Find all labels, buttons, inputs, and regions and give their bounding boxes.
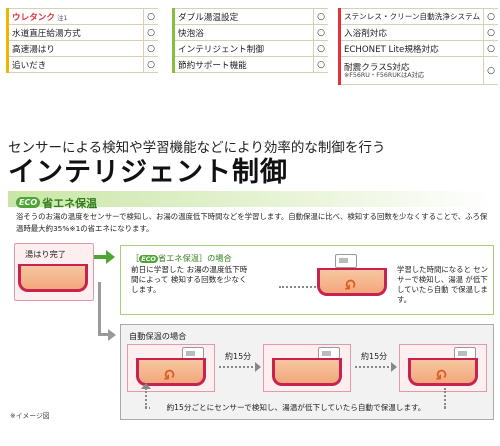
bathtub-icon: ↺: [408, 358, 478, 386]
feature-row: ECHONET Lite規格対応 ○: [337, 40, 498, 57]
interval-label: 約15分: [361, 352, 388, 361]
feature-row: 入浴剤対応 ○: [337, 24, 498, 41]
feature-mark: ○: [483, 24, 498, 41]
eco-badge: ECO: [16, 197, 41, 208]
feature-row: インテリジェント制御 ○: [171, 40, 328, 57]
auto-panel-title: 自動保温の場合: [129, 331, 187, 341]
feature-mark: ○: [143, 8, 158, 25]
dotted-arrow-icon: [219, 366, 257, 368]
feature-label: ECHONET Lite規格対応: [337, 40, 484, 57]
note-marker: 注1: [56, 13, 68, 22]
bath-stage: ↺: [127, 344, 215, 392]
feature-label-text: 耐震クラスS対応: [344, 63, 410, 74]
feature-row: 快泡浴 ○: [171, 24, 328, 41]
loop-arrow-head-icon: [141, 383, 151, 389]
bathtub-icon: ↺: [317, 268, 387, 296]
feature-label: 入浴剤対応: [337, 24, 484, 41]
feature-table-3: ステンレス・クリーン自動洗浄システム ○ 入浴剤対応 ○ ECHONET Lit…: [337, 8, 498, 85]
feature-label: 節約サポート機能: [171, 56, 314, 73]
image-note: ※イメージ図: [10, 412, 50, 420]
feature-row: ダブル湯温設定 ○: [171, 8, 328, 25]
heating-swirl-icon: ↺: [344, 275, 357, 293]
bathtub-icon: ↺: [136, 358, 206, 386]
feature-label: インテリジェント制御: [171, 40, 314, 57]
green-arrow-head-icon: [106, 250, 115, 264]
eco-panel-left-text: 前日に学習した お湯の温度低下時間によって 検知する回数を少なくします。: [131, 265, 248, 294]
feature-mark: ○: [483, 56, 498, 85]
feature-mark: ○: [313, 24, 328, 41]
auto-keepwarm-panel: 自動保温の場合 ↺ 約15分 約15分 ↺: [120, 324, 494, 420]
bath-filled-label: 湯はり完了: [25, 249, 66, 259]
feature-row: 耐震クラスS対応※F56RU・F56RUKはA対応 ○: [337, 56, 498, 85]
feature-label: ステンレス・クリーン自動洗浄システム: [337, 8, 484, 25]
feature-row: 水道直圧給湯方式 ○: [5, 24, 158, 41]
feature-mark: ○: [313, 8, 328, 25]
feature-label: 水道直圧給湯方式: [5, 24, 144, 41]
section-band: [8, 191, 492, 207]
gray-connector: [98, 333, 110, 336]
section-label: 省エネ保温: [42, 196, 98, 210]
feature-table-1: ウレタンク注1 ○ 水道直圧給湯方式 ○ 高速湯はり ○ 追いだき ○: [5, 8, 158, 73]
dotted-arrow-head-icon: [391, 362, 397, 372]
heating-swirl-icon: ↺: [163, 365, 176, 383]
page-subtitle: センサーによる検知や学習機能などにより効率的な制御を行う: [8, 140, 386, 156]
feature-label: ダブル湯温設定: [171, 8, 314, 25]
remote-controller-icon: [454, 347, 476, 361]
eco-panel-right-text: 学習した時間になると センサーで検知し、湯温 が低下していたら自動 で保温します…: [397, 265, 489, 304]
bath-stage: ↺: [399, 344, 487, 392]
feature-mark: ○: [313, 56, 328, 73]
loop-connector: [145, 388, 147, 408]
eco-badge: ECO: [139, 255, 158, 263]
interval-label: 約15分: [225, 352, 252, 361]
feature-mark: ○: [483, 40, 498, 57]
page-title: インテリジェント制御: [8, 157, 288, 188]
dotted-arrow-head-icon: [255, 362, 261, 372]
feature-row: ステンレス・クリーン自動洗浄システム ○: [337, 8, 498, 25]
feature-label: 高速湯はり: [5, 40, 144, 57]
feature-label: 追いだき: [5, 56, 144, 73]
green-arrow-icon: [94, 255, 108, 259]
loop-connector: [444, 388, 446, 408]
feature-label: ウレタンク注1: [5, 8, 144, 25]
bathtub-icon: [18, 264, 88, 292]
feature-label: 耐震クラスS対応※F56RU・F56RUKはA対応: [337, 56, 484, 85]
bracket-open: ［: [131, 253, 140, 263]
feature-mark: ○: [143, 56, 158, 73]
feature-row: 高速湯はり ○: [5, 40, 158, 57]
feature-mark: ○: [143, 24, 158, 41]
section-description: 浴そうのお湯の温度をセンサーで検知し、お湯の温度低下時間などを学習します。自動保…: [16, 212, 488, 233]
dotted-arrow-icon: [355, 366, 393, 368]
feature-label: 快泡浴: [171, 24, 314, 41]
feature-row: 追いだき ○: [5, 56, 158, 73]
loop-description: 約15分ごとにセンサーで検知し、湯温が低下していたら自動で保温します。: [150, 402, 442, 413]
feature-row: 節約サポート機能 ○: [171, 56, 328, 73]
feature-table-2: ダブル湯温設定 ○ 快泡浴 ○ インテリジェント制御 ○ 節約サポート機能 ○: [171, 8, 328, 73]
feature-subnote: ※F56RU・F56RUKはA対応: [344, 72, 425, 80]
bath-stage: [263, 344, 351, 392]
heating-swirl-icon: ↺: [435, 365, 448, 383]
bath-filled-box: 湯はり完了: [14, 243, 94, 301]
gray-arrow-head-icon: [108, 329, 116, 341]
remote-controller-icon: [335, 254, 357, 268]
feature-mark: ○: [483, 8, 498, 25]
bathtub-icon: [272, 358, 342, 386]
eco-panel-title-text: 省エネ保温］の場合: [157, 253, 232, 263]
feature-mark: ○: [143, 40, 158, 57]
feature-row: ウレタンク注1 ○: [5, 8, 158, 25]
gray-connector: [98, 282, 101, 336]
uretank-label: ウレタンク: [12, 12, 55, 23]
feature-mark: ○: [313, 40, 328, 57]
